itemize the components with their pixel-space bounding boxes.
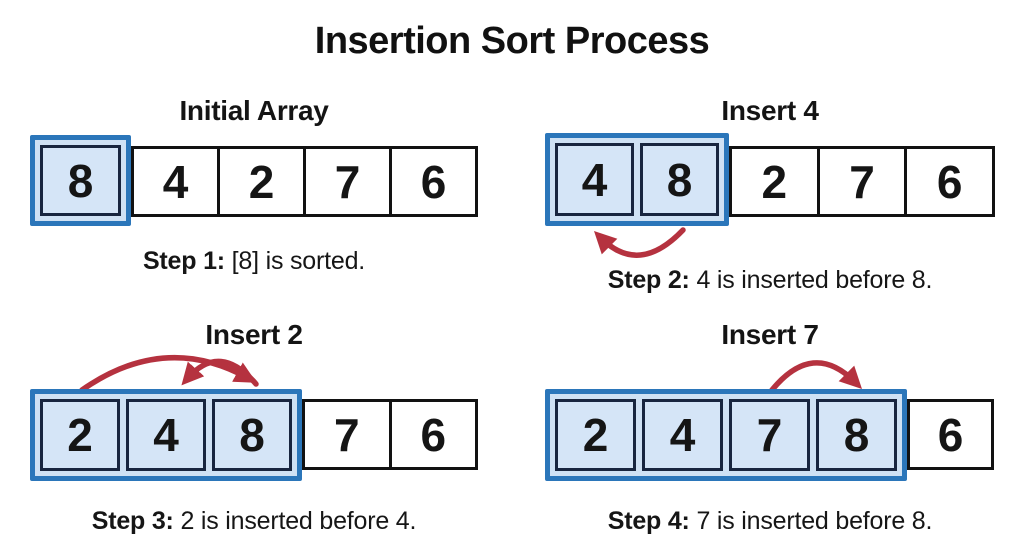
move-arrow-step-4 — [769, 360, 863, 393]
heading-initial-array: Initial Array — [179, 95, 329, 126]
array-cell: 7 — [303, 146, 392, 217]
move-arrows-step-3 — [79, 354, 259, 393]
diagram-title: Insertion Sort Process — [314, 20, 710, 62]
array-cell: 2 — [729, 146, 820, 217]
caption-step-1: Step 1: [8] is sorted. — [142, 247, 366, 275]
sorted-subarray-step-3: 2 4 8 — [30, 389, 302, 481]
array-cell: 7 — [302, 399, 392, 470]
array-cell: 6 — [388, 399, 478, 470]
sorted-subarray-step-2: 4 8 — [545, 133, 729, 226]
array-cell: 8 — [640, 143, 719, 216]
array-cell: 8 — [816, 399, 897, 471]
array-cell: 4 — [131, 146, 220, 217]
heading-insert-2: Insert 2 — [205, 319, 303, 350]
move-arrow-step-2 — [593, 227, 686, 258]
array-cell: 8 — [40, 145, 121, 216]
unsorted-cells-step-2: 2 7 6 — [729, 146, 996, 217]
array-cell: 2 — [555, 399, 636, 471]
caption-step-4: Step 4: 7 is inserted before 8. — [607, 507, 933, 535]
array-cell: 7 — [729, 399, 810, 471]
array-cell: 6 — [389, 146, 478, 217]
array-cell: 2 — [40, 399, 120, 471]
array-cell: 4 — [642, 399, 723, 471]
heading-insert-4: Insert 4 — [721, 95, 819, 126]
heading-insert-7: Insert 7 — [721, 319, 819, 350]
caption-step-3: Step 3: 2 is inserted before 4. — [91, 507, 417, 535]
array-cell: 8 — [212, 399, 292, 471]
array-cell: 4 — [126, 399, 206, 471]
array-cell: 2 — [217, 146, 306, 217]
sorted-subarray-step-4: 2 4 7 8 — [545, 389, 907, 481]
unsorted-cells-step-3: 7 6 — [302, 399, 478, 470]
array-cell: 6 — [907, 399, 994, 470]
unsorted-cells-step-4: 6 — [907, 399, 994, 470]
array-cell: 7 — [816, 146, 908, 217]
unsorted-cells-step-1: 4 2 7 6 — [131, 146, 478, 217]
caption-step-2: Step 2: 4 is inserted before 8. — [607, 266, 933, 294]
array-cell: 6 — [904, 146, 996, 217]
sorted-subarray-step-1: 8 — [30, 135, 131, 226]
array-cell: 4 — [555, 143, 634, 216]
